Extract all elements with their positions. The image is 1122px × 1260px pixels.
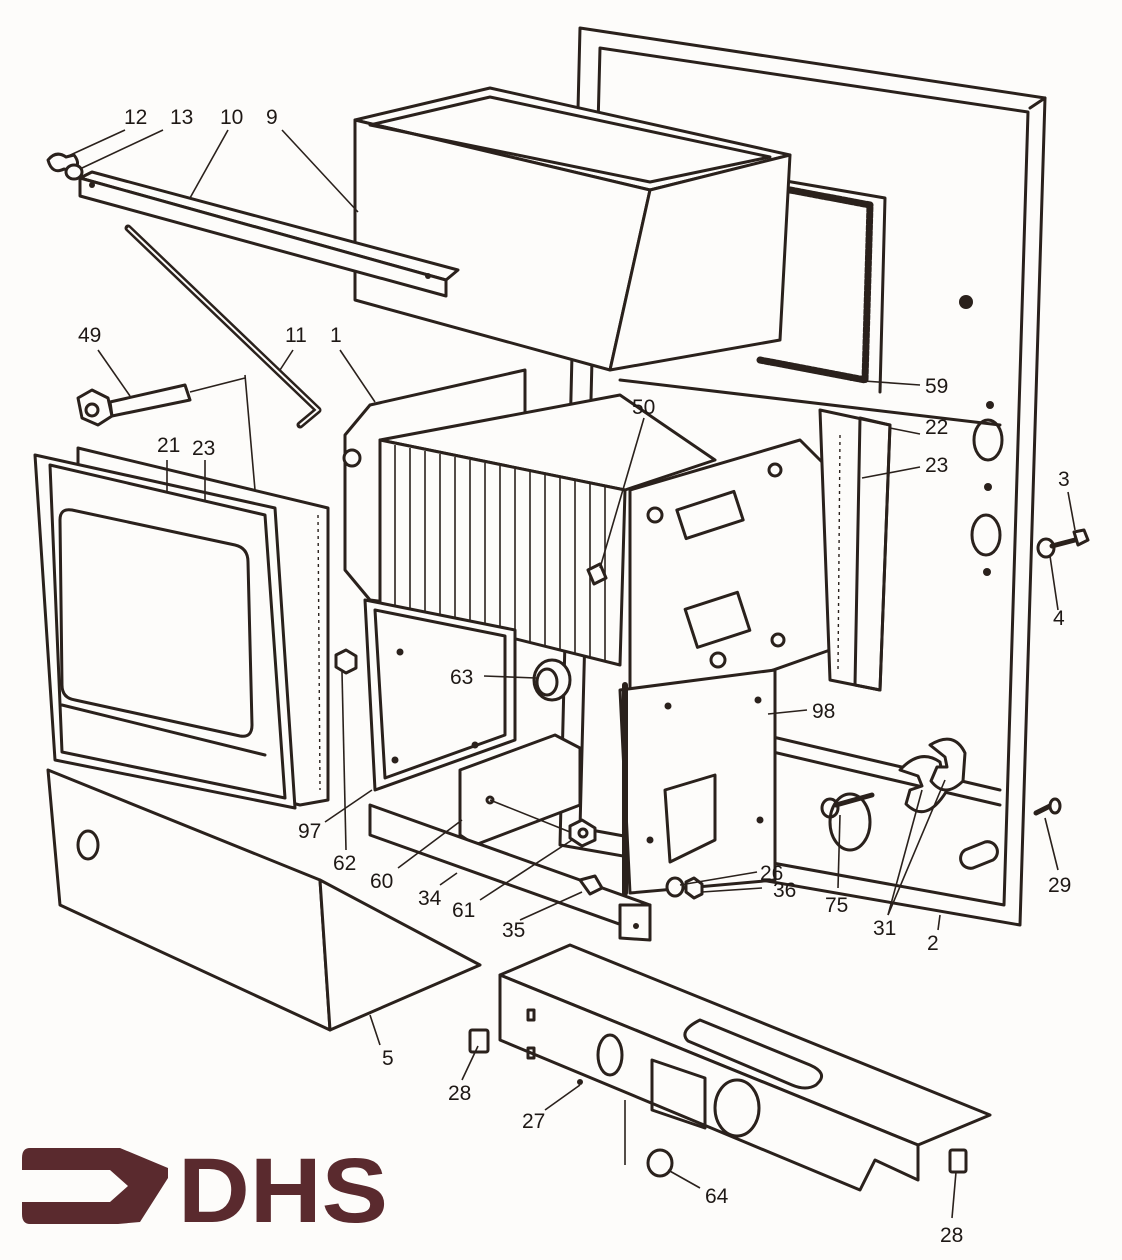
- bottom-cover: [46, 768, 482, 1032]
- label-62: 62: [333, 852, 356, 875]
- label-5: 5: [382, 1047, 394, 1070]
- label-29: 29: [1048, 874, 1071, 897]
- seal-59: [756, 186, 874, 384]
- label-11: 11: [285, 324, 307, 347]
- washer-base: [665, 876, 685, 898]
- label-28-left: 28: [448, 1082, 471, 1105]
- nipple: [586, 562, 608, 586]
- label-36: 36: [773, 879, 796, 902]
- label-23-rear: 23: [925, 454, 948, 477]
- label-9: 9: [266, 106, 278, 129]
- leader-lines: [65, 129, 1076, 1219]
- block: [458, 733, 582, 847]
- heat-exchanger: [342, 368, 892, 712]
- logo-arrow-icon: [22, 1148, 168, 1224]
- label-64: 64: [705, 1185, 729, 1208]
- label-13: 13: [170, 106, 193, 129]
- label-98: 98: [812, 700, 835, 723]
- label-3: 3: [1058, 468, 1070, 491]
- screw: [1036, 528, 1090, 559]
- grommet: [532, 658, 572, 702]
- label-60: 60: [370, 870, 393, 893]
- nut: [334, 648, 358, 675]
- label-63: 63: [450, 666, 473, 689]
- label-4: 4: [1053, 607, 1065, 630]
- front-panel: [33, 446, 330, 810]
- flange-bolt: [568, 818, 597, 848]
- label-75: 75: [825, 894, 848, 917]
- label-21: 21: [157, 434, 180, 457]
- screw-back: [1033, 797, 1062, 816]
- part-labels: 12 13 10 9 49 11 1 21 23 50 59 22 23 3 4…: [78, 106, 1071, 1247]
- logo-text: DHS: [178, 1140, 388, 1242]
- label-12: 12: [124, 106, 147, 129]
- bolt-base: [578, 874, 604, 896]
- burner-bracket: [618, 668, 777, 896]
- label-31: 31: [873, 917, 896, 940]
- side-plate: [363, 598, 517, 792]
- dhs-logo: DHS: [22, 1140, 388, 1242]
- support-bar: [78, 170, 460, 298]
- label-61: 61: [452, 899, 475, 922]
- label-26: 26: [760, 862, 783, 885]
- wing-nut: [46, 152, 79, 173]
- label-23-front: 23: [192, 437, 215, 460]
- label-50: 50: [632, 396, 655, 419]
- wood-screw: [820, 792, 875, 852]
- label-59: 59: [925, 375, 948, 398]
- label-28-right: 28: [940, 1224, 963, 1247]
- label-49: 49: [78, 324, 101, 347]
- label-35: 35: [502, 919, 525, 942]
- label-27: 27: [522, 1110, 545, 1133]
- label-97: 97: [298, 820, 321, 843]
- washer: [64, 163, 84, 181]
- label-10: 10: [220, 106, 243, 129]
- clip-left: [468, 1028, 490, 1054]
- label-2: 2: [927, 932, 939, 955]
- clips: [898, 737, 967, 814]
- clip-right: [948, 1148, 968, 1174]
- label-34: 34: [418, 887, 442, 910]
- knob: [646, 1148, 674, 1178]
- bolt: [76, 374, 256, 491]
- label-1: 1: [330, 324, 342, 347]
- label-22: 22: [925, 416, 948, 439]
- seal-59-frame: [778, 178, 887, 394]
- control-tray: [498, 943, 992, 1192]
- flue-hood: [353, 86, 792, 372]
